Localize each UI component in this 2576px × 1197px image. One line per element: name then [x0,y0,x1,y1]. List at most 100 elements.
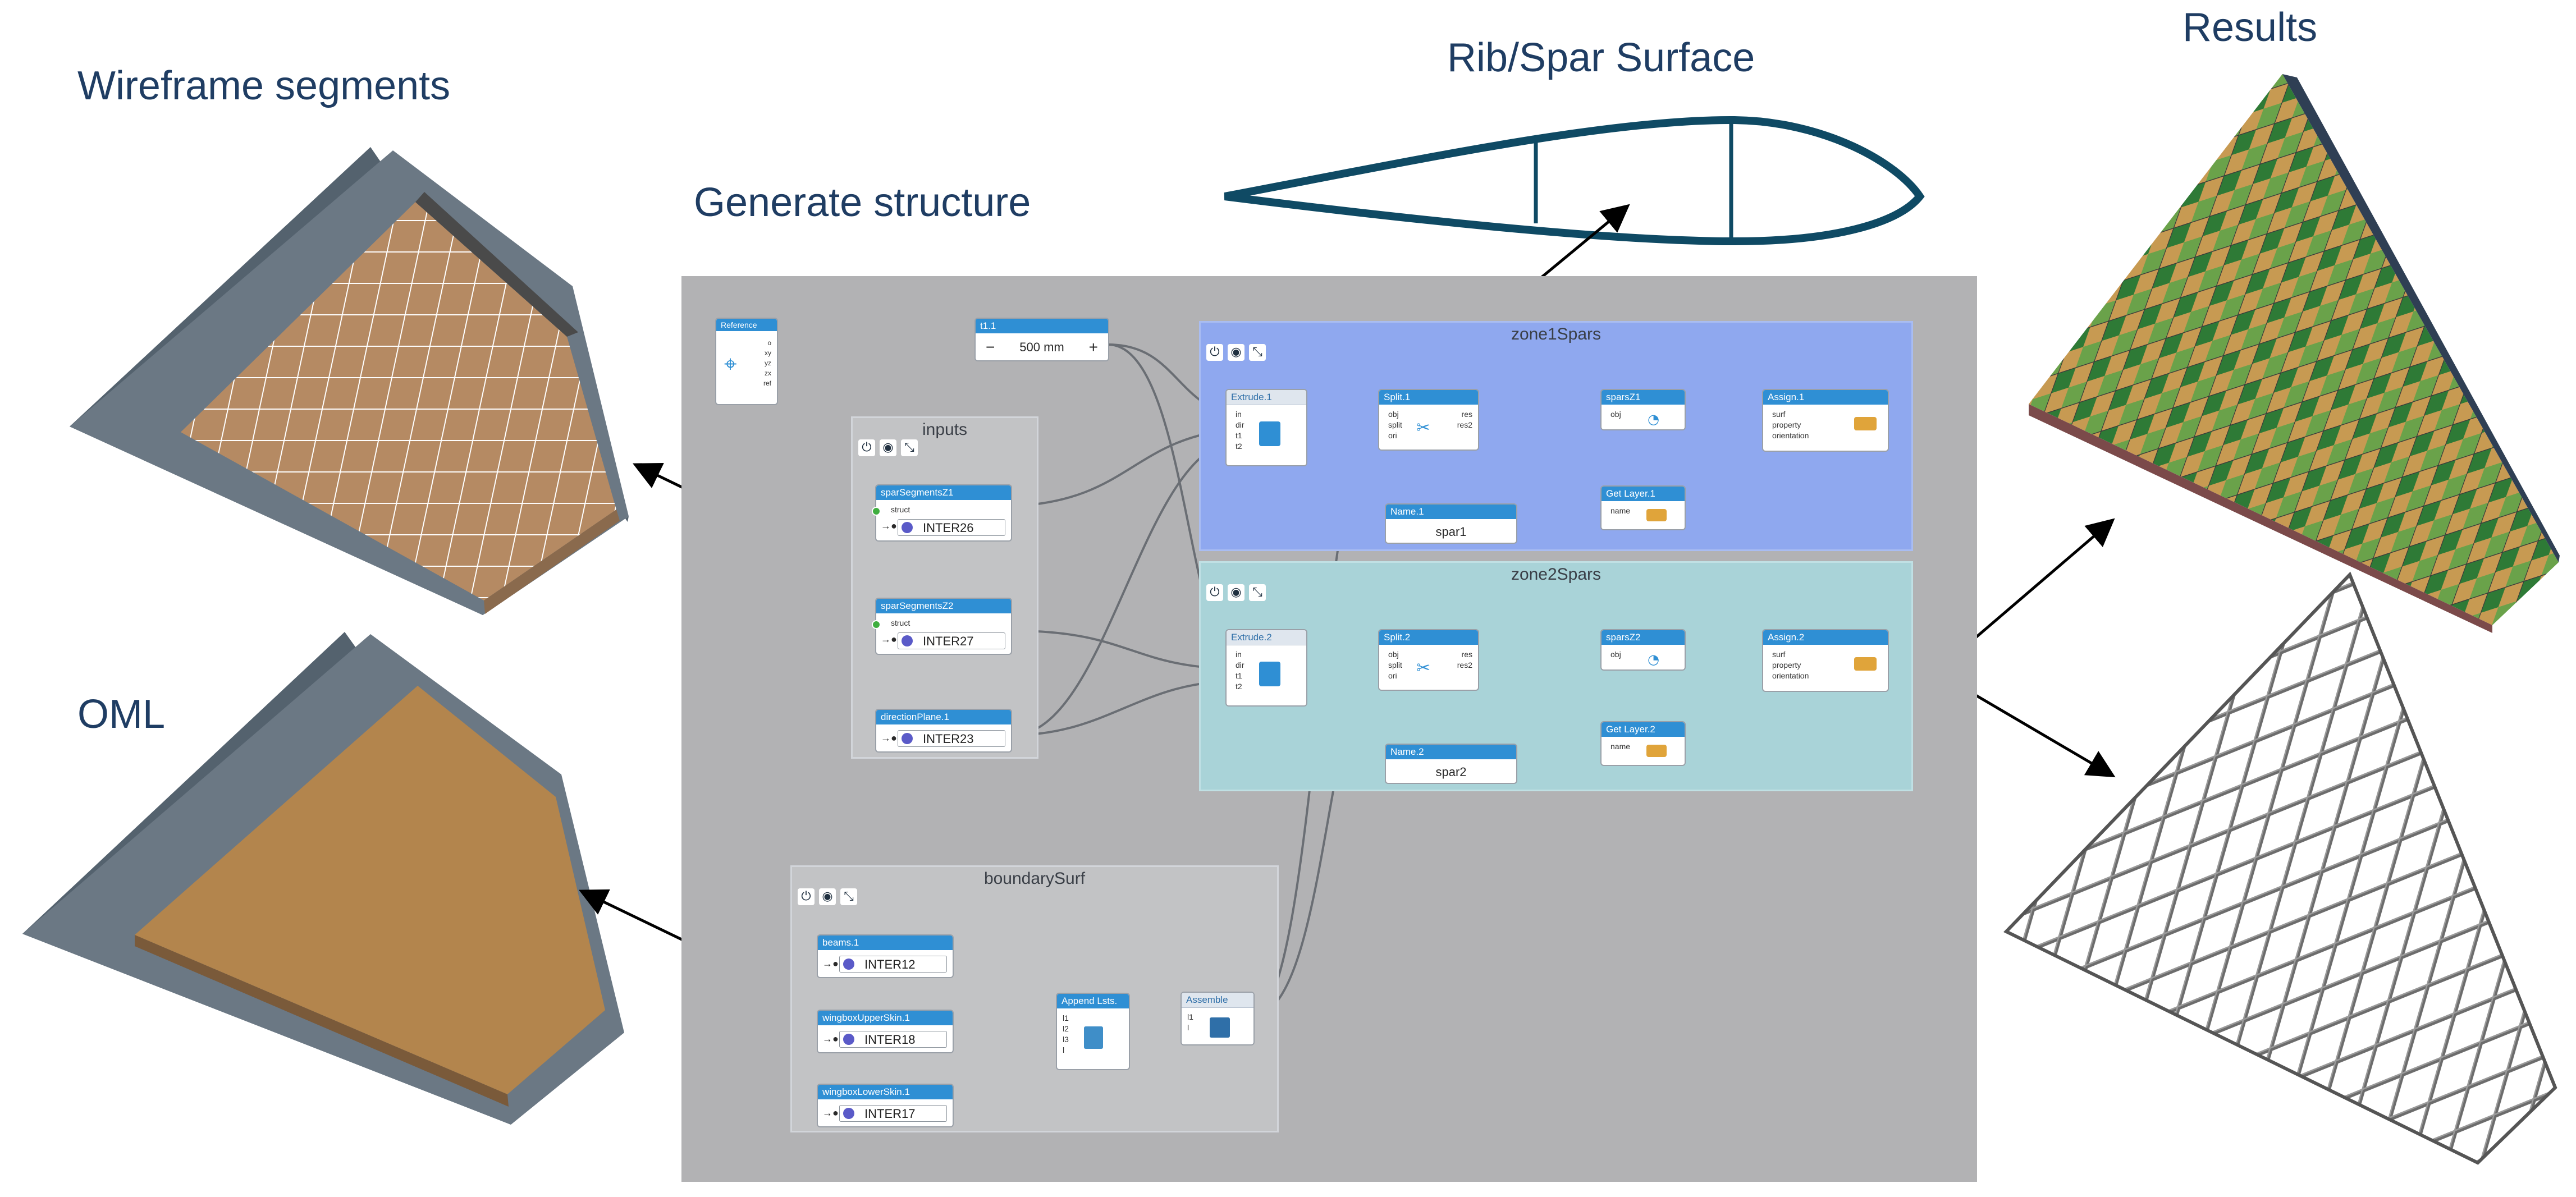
port-obj[interactable]: obj [1610,410,1621,419]
reference-node[interactable]: Reference ⌖ o xy yz zx ref [715,318,778,405]
port-name[interactable]: name [1610,742,1631,751]
split-node-2[interactable]: Split.2 obj split ori res res2 ✂ [1378,629,1479,691]
port-l1[interactable]: l1 [1187,1012,1193,1021]
spars-node-z2[interactable]: sparsZ2 obj ◔ [1600,629,1686,671]
power-icon[interactable]: ⏻ [1206,584,1223,601]
boundary-node-lower-skin[interactable]: wingboxLowerSkin.1 →● INTER17 [817,1084,954,1127]
port-xy[interactable]: xy [765,349,771,357]
port-dot[interactable] [872,620,881,629]
port-zx[interactable]: zx [765,369,771,377]
group-zone1-spars[interactable]: zone1Spars ⏻ ◉ ⤡ Extrude.1 in dir t1 t2 … [1199,321,1913,551]
port-res2[interactable]: res2 [1457,661,1472,669]
port-l1[interactable]: l1 [1063,1013,1069,1022]
port-l[interactable]: l [1063,1045,1065,1054]
port-split[interactable]: split [1388,420,1402,429]
port-surf[interactable]: surf [1772,650,1786,659]
getlayer-node-1[interactable]: Get Layer.1 name [1600,485,1686,530]
port-dir[interactable]: dir [1236,661,1244,669]
collapse-icon[interactable]: ⤡ [1249,584,1266,601]
power-icon[interactable]: ⏻ [858,439,875,456]
eye-icon[interactable]: ◉ [1228,344,1244,361]
collapse-icon[interactable]: ⤡ [1249,344,1266,361]
boundary-value[interactable]: INTER17 [864,1107,916,1121]
spars-node-z1[interactable]: sparsZ1 obj ◔ [1600,389,1686,430]
port-in[interactable]: in [1236,650,1242,659]
input-node-sparsegments-z2[interactable]: sparSegmentsZ2 struct →● INTER27 [872,598,1012,655]
arrow-icon: →● [881,732,897,744]
arrow-icon: →● [881,520,897,531]
port-res2[interactable]: res2 [1457,420,1472,429]
port-t2[interactable]: t2 [1236,682,1242,691]
port-obj[interactable]: obj [1388,410,1399,419]
collapse-icon[interactable]: ⤡ [840,888,857,905]
port-obj[interactable]: obj [1388,650,1399,659]
boundary-node-beams[interactable]: beams.1 →● INTER12 [817,934,954,978]
port-res[interactable]: res [1461,650,1472,659]
port-in[interactable]: in [1236,410,1242,419]
arrow-icon: →● [822,958,839,969]
port-l3[interactable]: l3 [1063,1035,1069,1044]
port-yz[interactable]: yz [765,359,771,367]
append-lists-node[interactable]: Append Lsts. l1 l2 l3 l [1056,993,1130,1070]
port-res[interactable]: res [1461,410,1472,419]
name-value[interactable]: spar2 [1435,765,1467,779]
eye-icon[interactable]: ◉ [819,888,836,905]
port-orientation[interactable]: orientation [1772,431,1809,440]
parameter-value[interactable]: 500 mm [1019,340,1064,354]
port-ori[interactable]: ori [1388,671,1397,680]
port-l[interactable]: l [1187,1023,1189,1032]
parameter-node-t1[interactable]: t1.1 − 500 mm + [974,318,1109,361]
input-port-struct[interactable]: struct [891,618,910,627]
eye-icon[interactable]: ◉ [880,439,896,456]
port-t1[interactable]: t1 [1236,671,1242,680]
split-node-1[interactable]: Split.1 obj split ori res res2 ✂ [1378,389,1479,451]
input-value[interactable]: INTER23 [923,732,974,746]
getlayer-node-2[interactable]: Get Layer.2 name [1600,721,1686,766]
extrude-node-title: Extrude.1 [1227,390,1306,405]
group-inputs[interactable]: inputs ⏻ ◉ ⤡ sparSegmentsZ1 struct →● IN… [851,416,1038,759]
extrude-node-2[interactable]: Extrude.2 in dir t1 t2 [1225,629,1307,707]
name-node-1[interactable]: Name.1 spar1 [1385,503,1517,544]
port-split[interactable]: split [1388,661,1402,669]
port-property[interactable]: property [1772,661,1801,669]
input-value[interactable]: INTER26 [923,521,974,535]
increment-button[interactable]: + [1088,338,1098,356]
eye-icon[interactable]: ◉ [1228,584,1244,601]
group-boundary-surf[interactable]: boundarySurf ⏻ ◉ ⤡ beams.1 →● INTER12 wi… [790,865,1279,1132]
input-node-sparsegments-z1[interactable]: sparSegmentsZ1 struct →● INTER26 [872,484,1012,542]
boundary-value[interactable]: INTER18 [864,1033,916,1047]
input-port-struct[interactable]: struct [891,505,910,514]
assemble-node[interactable]: Assemble l1 l [1181,992,1255,1045]
name-value[interactable]: spar1 [1435,525,1467,539]
port-t2[interactable]: t2 [1236,442,1242,451]
port-ori[interactable]: ori [1388,431,1397,440]
extrude-node-1[interactable]: Extrude.1 in dir t1 t2 [1225,389,1307,466]
port-property[interactable]: property [1772,420,1801,429]
assign-node-2[interactable]: Assign.2 surf property orientation [1762,629,1889,692]
node-editor-canvas[interactable]: Reference ⌖ o xy yz zx ref t1.1 − 500 mm… [681,276,1977,1182]
power-icon[interactable]: ⏻ [1206,344,1223,361]
decrement-button[interactable]: − [986,338,995,356]
port-ref[interactable]: ref [763,379,771,387]
port-t1[interactable]: t1 [1236,431,1242,440]
boundary-node-upper-skin[interactable]: wingboxUpperSkin.1 →● INTER18 [817,1010,954,1053]
results-colored-object [2029,74,2560,633]
port-l2[interactable]: l2 [1063,1024,1069,1033]
name-node-2[interactable]: Name.2 spar2 [1385,744,1517,784]
port-name[interactable]: name [1610,506,1631,515]
port-orientation[interactable]: orientation [1772,671,1809,680]
power-icon[interactable]: ⏻ [798,888,815,905]
collapse-icon[interactable]: ⤡ [901,439,918,456]
getlayer-node-title: Get Layer.2 [1602,722,1685,737]
port-o[interactable]: o [767,339,771,347]
port-surf[interactable]: surf [1772,410,1786,419]
port-dot[interactable] [872,507,881,516]
group-zone2-spars[interactable]: zone2Spars ⏻ ◉ ⤡ Extrude.2 in dir t1 t2 … [1199,561,1913,791]
port-dir[interactable]: dir [1236,420,1244,429]
input-value[interactable]: INTER27 [923,634,974,648]
boundary-value[interactable]: INTER12 [864,957,916,971]
input-node-direction-plane[interactable]: directionPlane.1 →● INTER23 [875,709,1012,753]
port-obj[interactable]: obj [1610,650,1621,659]
heading-wireframe: Wireframe segments [77,63,451,108]
assign-node-1[interactable]: Assign.1 surf property orientation [1762,389,1889,452]
